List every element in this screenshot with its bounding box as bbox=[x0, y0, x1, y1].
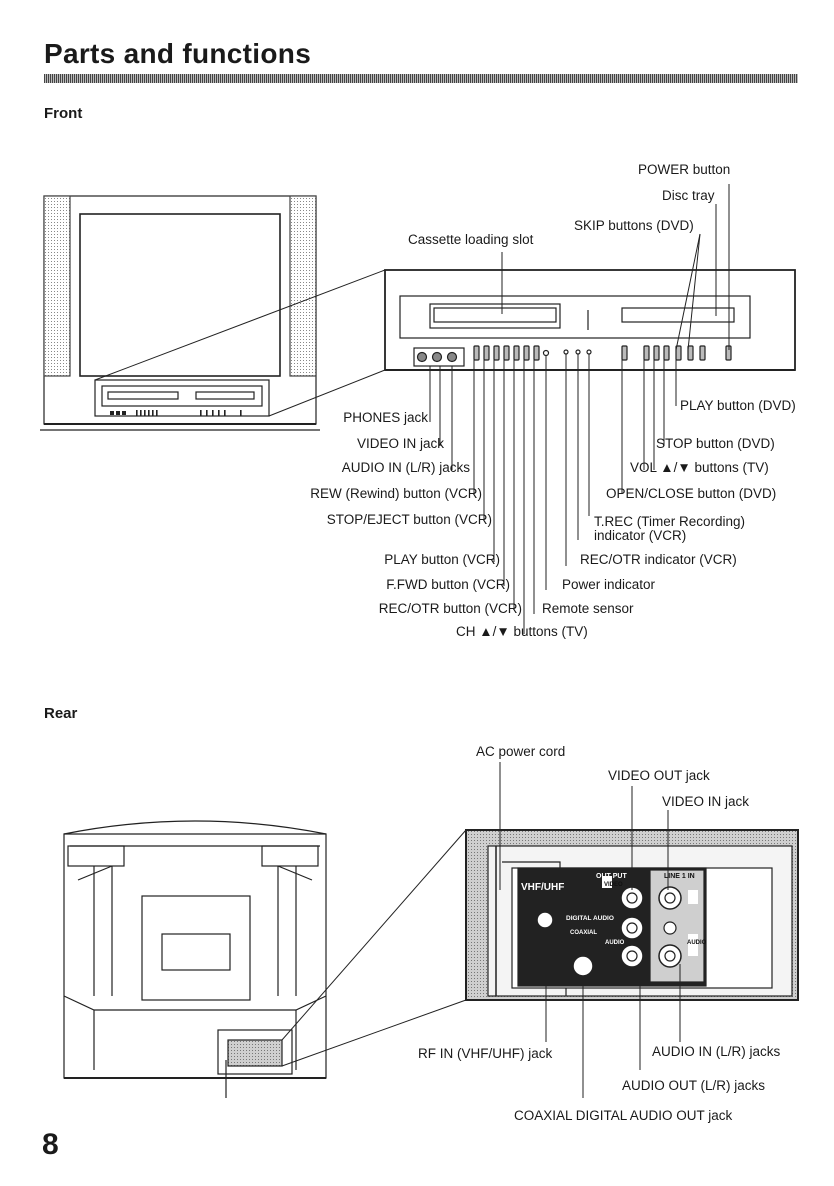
page-number: 8 bbox=[42, 1128, 59, 1161]
label-phones-jack: PHONES jack bbox=[343, 410, 428, 425]
page-title: Parts and functions bbox=[44, 38, 312, 69]
label-rf-in-jack: RF IN (VHF/UHF) jack bbox=[418, 1046, 553, 1061]
front-callouts-top bbox=[501, 184, 730, 351]
label-power-indicator: Power indicator bbox=[562, 577, 656, 592]
label-cassette-slot: Cassette loading slot bbox=[408, 232, 534, 247]
label-rear-video-in-jack: VIDEO IN jack bbox=[662, 794, 750, 809]
front-callouts-left bbox=[429, 354, 590, 634]
rear-tv bbox=[63, 820, 327, 1098]
coaxial-text: COAXIAL bbox=[570, 930, 597, 936]
label-ac-power-cord: AC power cord bbox=[476, 744, 566, 759]
label-skip-buttons: SKIP buttons (DVD) bbox=[574, 218, 694, 233]
label-audio-in-jacks: AUDIO IN (L/R) jacks bbox=[341, 460, 470, 475]
rear-heading: Rear bbox=[44, 705, 78, 722]
audio-in-text: AUDIO bbox=[687, 940, 707, 946]
audio-out-text: AUDIO bbox=[605, 940, 625, 946]
video-text: VIDEO bbox=[604, 882, 623, 888]
digital-audio-text: DIGITAL AUDIO bbox=[566, 915, 614, 922]
label-rew-button: REW (Rewind) button (VCR) bbox=[310, 486, 482, 501]
label-trec-indicator-1: T.REC (Timer Recording) bbox=[594, 514, 746, 529]
vhf-uhf-text: VHF/UHF bbox=[521, 882, 564, 893]
front-panel-enlarged bbox=[384, 269, 796, 371]
label-trec-indicator-2: indicator (VCR) bbox=[594, 528, 687, 543]
label-stop-eject-button: STOP/EJECT button (VCR) bbox=[326, 512, 492, 527]
front-callouts-right bbox=[621, 360, 677, 494]
label-audio-out-jacks: AUDIO OUT (L/R) jacks bbox=[622, 1078, 766, 1093]
label-vol-buttons: VOL ▲/▼ buttons (TV) bbox=[630, 460, 769, 475]
label-video-in-jack: VIDEO IN jack bbox=[356, 436, 444, 451]
front-heading: Front bbox=[44, 105, 83, 122]
rear-panel-text: VHF/UHF OUT PUT LINE 1 IN DIGITAL AUDIO … bbox=[521, 873, 707, 946]
title-rule bbox=[44, 74, 798, 83]
label-rec-otr-indicator: REC/OTR indicator (VCR) bbox=[580, 552, 737, 567]
line-in-text: LINE 1 IN bbox=[664, 873, 695, 880]
label-stop-dvd-button: STOP button (DVD) bbox=[656, 436, 775, 451]
front-zoom-lines bbox=[94, 269, 386, 417]
label-play-dvd-button: PLAY button (DVD) bbox=[680, 398, 796, 413]
label-rec-otr-button: REC/OTR button (VCR) bbox=[378, 601, 522, 616]
label-video-out-jack: VIDEO OUT jack bbox=[608, 768, 710, 783]
label-open-close-button: OPEN/CLOSE button (DVD) bbox=[606, 486, 777, 501]
label-rear-audio-in-jacks: AUDIO IN (L/R) jacks bbox=[652, 1044, 781, 1059]
label-ffwd-button: F.FWD button (VCR) bbox=[386, 577, 510, 592]
rear-zoom-lines bbox=[281, 829, 467, 1067]
label-play-vcr-button: PLAY button (VCR) bbox=[384, 552, 500, 567]
label-power-button: POWER button bbox=[638, 162, 731, 177]
label-coaxial-digital-audio-out: COAXIAL DIGITAL AUDIO OUT jack bbox=[514, 1108, 733, 1123]
rear-callouts bbox=[499, 762, 681, 1098]
out-put-text: OUT PUT bbox=[596, 873, 627, 880]
label-remote-sensor: Remote sensor bbox=[542, 601, 634, 616]
label-disc-tray: Disc tray bbox=[662, 188, 715, 203]
label-ch-buttons: CH ▲/▼ buttons (TV) bbox=[456, 624, 588, 639]
front-tv bbox=[40, 195, 320, 431]
